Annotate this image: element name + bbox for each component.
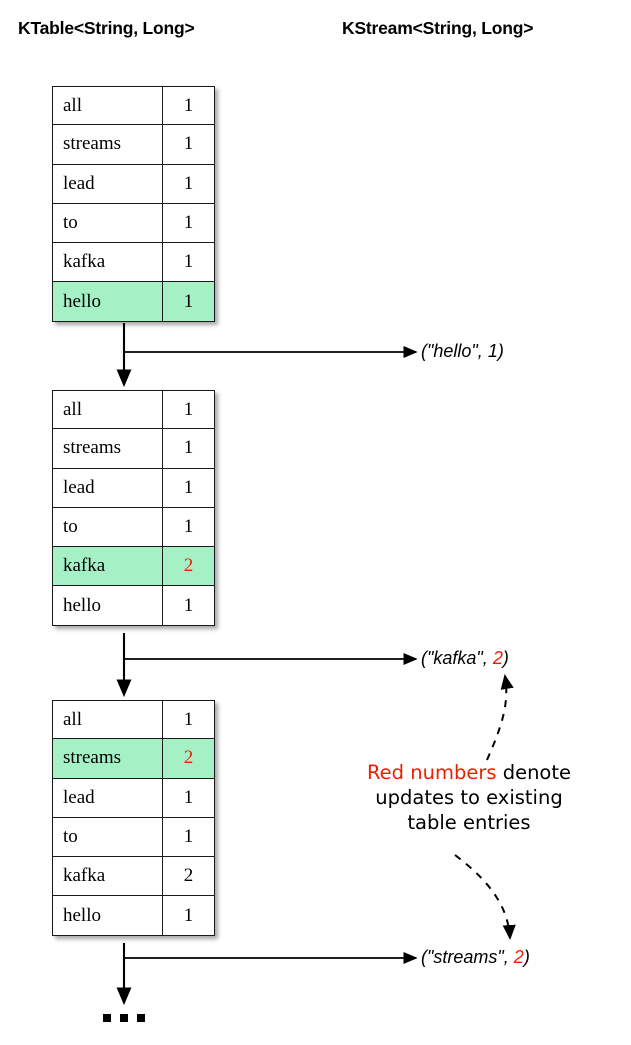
ellipsis-dot	[120, 1014, 128, 1022]
table-cell-value: 1	[183, 398, 194, 420]
stream-record-value: 2	[492, 648, 503, 668]
table-cell-key: to	[53, 203, 163, 243]
table-row: all 1	[52, 700, 215, 740]
table-cell-key: hello	[53, 282, 163, 321]
table-cell-value: 1	[183, 94, 194, 116]
table-cell-value: 1	[183, 476, 194, 498]
table-cell-key: all	[53, 701, 163, 739]
stream-record-hello: ("hello", 1)	[421, 341, 504, 362]
table-row: lead 1	[52, 468, 215, 508]
table-cell-key: lead	[53, 778, 163, 817]
table-row: all 1	[52, 86, 215, 126]
legend-note-line-3: table entries	[407, 811, 531, 834]
table-cell-value: 1	[183, 290, 194, 312]
legend-note-line-1: Red numbers denote	[334, 760, 604, 785]
stream-record-key: ("kafka",	[421, 648, 493, 668]
legend-note-line-1-rest: denote	[496, 761, 572, 784]
ellipsis-dot	[137, 1014, 145, 1022]
ellipsis-dot	[103, 1014, 111, 1022]
kstream-column-header: KStream<String, Long>	[342, 18, 534, 38]
stream-record-suffix: )	[497, 341, 504, 361]
ktable-state-3: all 1 streams 2 lead 1 to 1 kafka 2 hello 1	[52, 700, 215, 936]
table-row: all 1	[52, 390, 215, 430]
table-row: streams 2	[52, 739, 215, 779]
legend-note-line-2: updates to existing	[375, 786, 563, 809]
table-cell-key: to	[53, 507, 163, 547]
ktable-state-2: all 1 streams 1 lead 1 to 1 kafka 2 hello 1	[52, 390, 215, 626]
stream-record-value: 2	[513, 947, 524, 967]
table-row: to 1	[52, 507, 215, 548]
table-cell-value: 1	[183, 904, 194, 926]
table-row: hello 1	[52, 586, 215, 626]
table-row: streams 1	[52, 125, 215, 165]
table-row: streams 1	[52, 429, 215, 469]
table-cell-key: streams	[53, 739, 163, 778]
stream-record-streams: ("streams", 2)	[421, 947, 530, 968]
table-cell-key: all	[53, 87, 163, 125]
stream-record-key: ("hello",	[421, 341, 488, 361]
table-cell-value: 1	[183, 251, 194, 273]
table-cell-value: 1	[183, 708, 194, 730]
table-cell-key: streams	[53, 125, 163, 164]
table-cell-key: hello	[53, 586, 163, 625]
table-cell-key: kafka	[53, 547, 163, 586]
stream-record-suffix: )	[523, 947, 530, 967]
table-cell-key: to	[53, 817, 163, 857]
table-cell-value: 2	[183, 747, 194, 769]
table-row: hello 1	[52, 282, 215, 322]
table-row: lead 1	[52, 778, 215, 818]
table-cell-key: lead	[53, 164, 163, 203]
stream-record-key: ("streams",	[421, 947, 514, 967]
table-cell-value: 2	[183, 555, 194, 577]
table-cell-key: all	[53, 391, 163, 429]
table-cell-value: 1	[183, 786, 194, 808]
table-row: kafka 2	[52, 857, 215, 897]
table-cell-value: 1	[183, 594, 194, 616]
stream-record-value: 1	[487, 341, 498, 361]
table-cell-value: 1	[183, 516, 194, 538]
ktable-state-1: all 1 streams 1 lead 1 to 1 kafka 1 hello 1	[52, 86, 215, 322]
legend-note: Red numbers denote updates to existing t…	[334, 760, 604, 835]
table-cell-key: hello	[53, 896, 163, 935]
table-cell-value: 1	[183, 172, 194, 194]
table-cell-value: 2	[183, 865, 194, 887]
table-row: to 1	[52, 203, 215, 244]
table-row: kafka 2	[52, 547, 215, 587]
table-cell-key: kafka	[53, 857, 163, 896]
table-cell-value: 1	[183, 133, 194, 155]
stream-record-kafka: ("kafka", 2)	[421, 648, 509, 669]
stream-record-suffix: )	[502, 648, 509, 668]
table-cell-value: 1	[183, 826, 194, 848]
table-row: hello 1	[52, 896, 215, 936]
table-row: lead 1	[52, 164, 215, 204]
table-cell-key: kafka	[53, 243, 163, 282]
callout-dashed-arrow-down	[454, 854, 516, 940]
ellipsis-continuation	[103, 1014, 145, 1022]
ktable-column-header: KTable<String, Long>	[18, 18, 195, 38]
table-cell-key: streams	[53, 429, 163, 468]
table-cell-key: lead	[53, 468, 163, 507]
table-cell-value: 1	[183, 212, 194, 234]
table-row: to 1	[52, 817, 215, 858]
legend-note-red-phrase: Red numbers	[366, 761, 497, 784]
table-row: kafka 1	[52, 243, 215, 283]
callout-dashed-arrow-up	[486, 674, 514, 761]
table-cell-value: 1	[183, 437, 194, 459]
